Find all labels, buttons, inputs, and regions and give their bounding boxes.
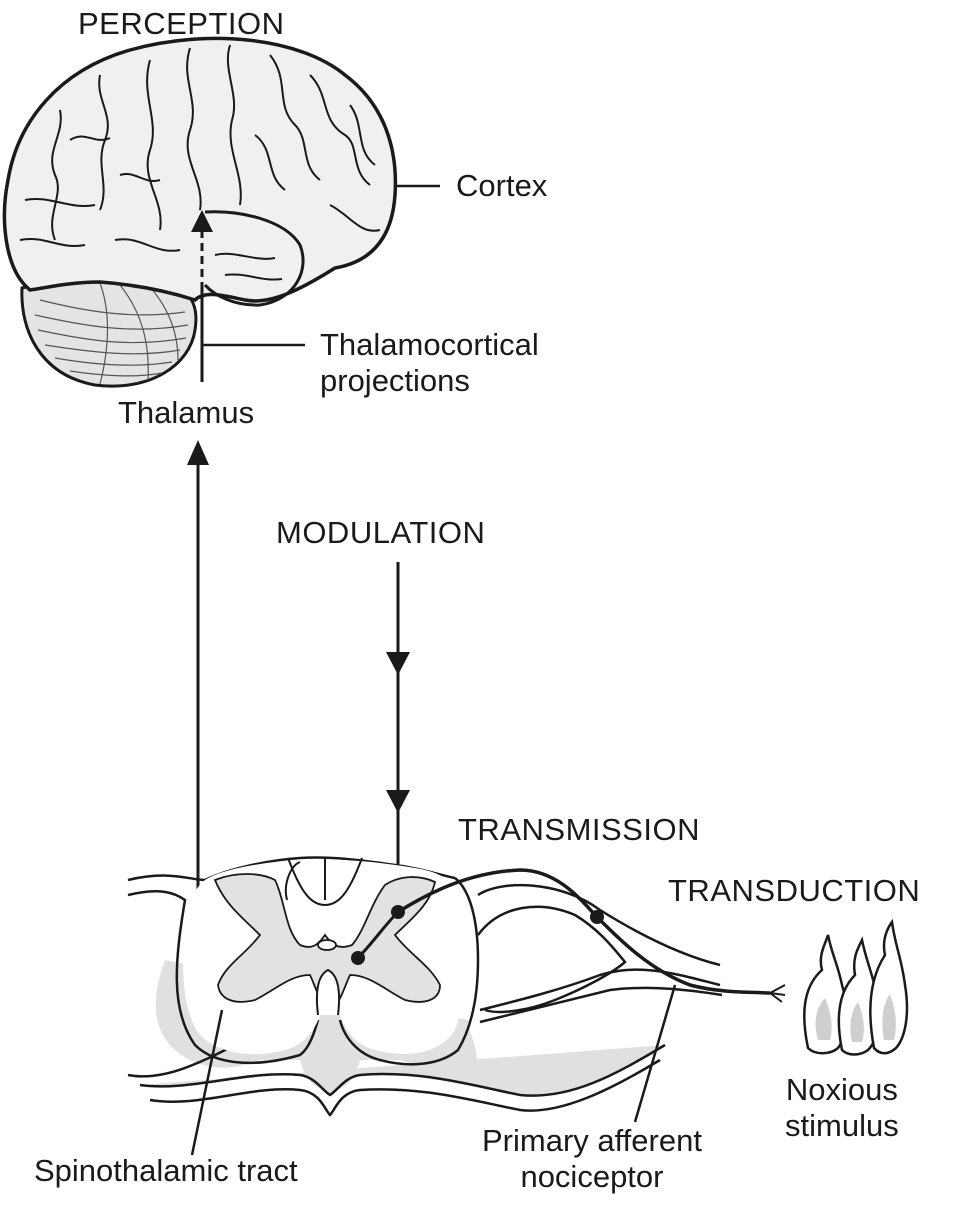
ganglion-cell (590, 910, 604, 924)
synapse-dorsal (391, 905, 405, 919)
spinothalamic-leader (190, 1009, 224, 1156)
noxious-flames (803, 918, 909, 1056)
stage-modulation: MODULATION (276, 515, 486, 550)
central-canal (317, 939, 337, 951)
primary-afferent-leader (633, 984, 677, 1123)
label-primary-afferent-line1: Primary afferent (482, 1123, 702, 1158)
stage-transmission: TRANSMISSION (458, 812, 700, 847)
label-thalamus: Thalamus (118, 395, 255, 430)
gyri-lines (19, 44, 381, 281)
label-primary-afferent: Primary afferent nociceptor (482, 1123, 702, 1195)
label-thalamocortical: Thalamocortical projections (320, 327, 539, 399)
stage-transduction: TRANSDUCTION (668, 873, 921, 908)
spinal-cord (127, 856, 723, 1117)
label-noxious-line1: Noxious (785, 1072, 898, 1107)
cerebrum (2, 36, 398, 303)
dorsal-root (477, 883, 721, 967)
cerebellum-folia (34, 282, 189, 385)
temporal-lobe (203, 210, 305, 307)
label-cortex: Cortex (456, 168, 548, 203)
brain-illustration (2, 36, 398, 388)
label-thalamocortical-line2: projections (320, 363, 470, 398)
stage-perception: PERCEPTION (78, 6, 285, 41)
label-noxious-line2: stimulus (785, 1108, 899, 1143)
synapse-inner (351, 951, 365, 965)
label-noxious-stimulus: Noxious stimulus (785, 1072, 899, 1144)
label-spinothalamic-tract: Spinothalamic tract (34, 1153, 298, 1188)
nociceptor-fiber (351, 868, 786, 1003)
descending-pathway (386, 562, 410, 912)
label-primary-afferent-line2: nociceptor (520, 1159, 664, 1194)
label-thalamocortical-line1: Thalamocortical (320, 327, 539, 362)
